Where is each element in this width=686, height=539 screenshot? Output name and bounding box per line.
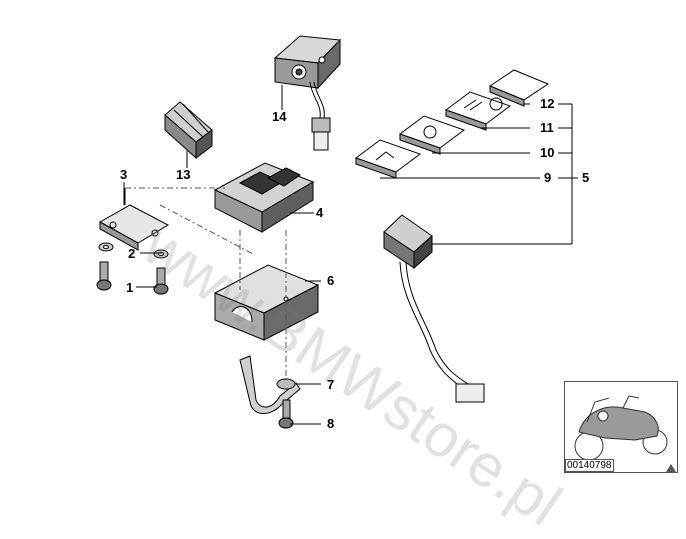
callout-1: 1 [126, 280, 134, 295]
part-1-screws [96, 261, 169, 295]
callout-5: 5 [582, 170, 590, 185]
part-6-housing-bottom [213, 264, 320, 341]
part-14-socket [273, 35, 342, 151]
callout-8: 8 [327, 416, 335, 431]
diagram-code: 00140798 [565, 459, 614, 472]
callout-6: 6 [327, 273, 335, 288]
part-8-screw [278, 399, 294, 429]
part-3-bracket [98, 188, 170, 251]
callout-13: 13 [176, 167, 191, 182]
callout-7: 7 [327, 377, 335, 392]
warning-triangle-icon [666, 464, 676, 472]
callout-12: 12 [540, 96, 555, 111]
callout-2: 2 [128, 246, 136, 261]
part-2-washers [98, 242, 169, 259]
exploded-view-drawing [96, 35, 578, 429]
part-9-cap [354, 139, 422, 179]
callout-14: 14 [272, 109, 287, 124]
part-12-cap [488, 69, 550, 107]
callout-11: 11 [540, 120, 554, 135]
part-5-switch-harness [383, 214, 485, 403]
callout-10: 10 [540, 145, 555, 160]
part-4-housing-top [213, 162, 315, 233]
callout-9: 9 [544, 170, 552, 185]
motorcycle-icon [574, 395, 668, 461]
callout-4: 4 [316, 205, 324, 220]
parts-diagram: www.BMWstore.pl 14 13 3 2 1 4 6 7 8 12 1… [96, 35, 678, 539]
callout-3: 3 [120, 167, 128, 182]
part-11-cap [444, 91, 512, 131]
part-13-clip [164, 101, 213, 160]
leader-lines [123, 85, 578, 425]
motorcycle-thumbnail [564, 381, 678, 473]
part-10-cap [398, 115, 466, 155]
part-7-holder [239, 355, 301, 414]
